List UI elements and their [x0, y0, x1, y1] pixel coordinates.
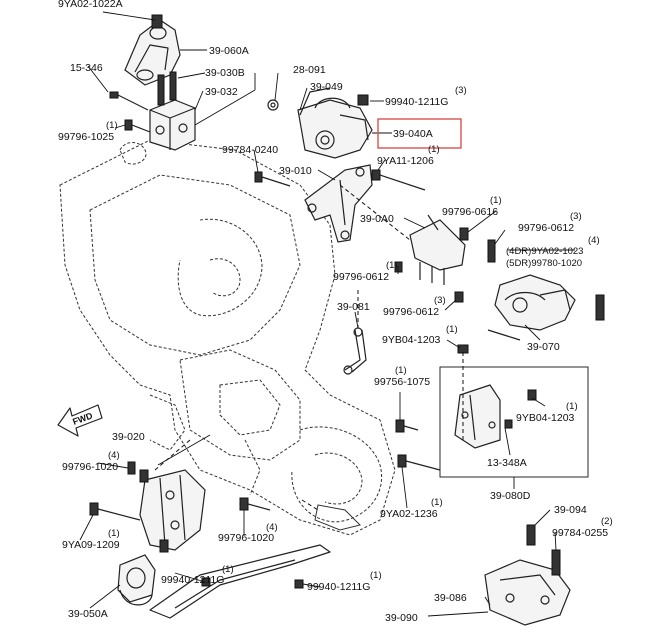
bracket-39-032	[149, 71, 196, 151]
label-9ya11-1206-qty: (1)	[428, 144, 440, 155]
label-39-030b: 39-030B	[205, 67, 245, 79]
label-99796-1025-qty: (1)	[106, 120, 118, 131]
bolt-99796-0612-left	[394, 261, 403, 273]
label-99940-1211g-b1-qty: (1)	[222, 564, 234, 575]
label-99796-1020-left: 99796-1020	[62, 461, 118, 473]
part-labels: 9YA02-1022A 39-060A 15-346 39-030B 28-09…	[58, 0, 613, 624]
washer-28-091	[267, 99, 279, 111]
label-39-050a: 39-050A	[68, 608, 108, 620]
label-39-0a0: 39-0A0	[360, 213, 394, 225]
crossmember	[149, 544, 331, 619]
mount-39-040a	[297, 94, 373, 159]
bracket-39-086	[484, 524, 571, 626]
bolt-99784-0240	[254, 171, 291, 187]
bolt-15-346	[109, 91, 149, 111]
label-99796-1025: 99796-1025	[58, 131, 114, 143]
label-9ya02-1236: 9YA02-1236	[380, 508, 438, 520]
label-99796-1020-left-qty: (4)	[108, 450, 120, 461]
label-9ya02-1236-qty: (1)	[431, 497, 443, 508]
label-99940-1211g-top: 99940-1211G	[385, 96, 448, 108]
label-39-086: 39-086	[434, 592, 467, 604]
label-99796-0612-mid-qty: (3)	[434, 295, 446, 306]
label-39-020: 39-020	[112, 431, 145, 443]
bolt-9ya11-1206	[371, 169, 426, 191]
label-39-070: 39-070	[527, 341, 560, 353]
mount-39-060a	[124, 14, 181, 86]
label-39-010: 39-010	[279, 165, 312, 177]
bolt-99796-0612-mid	[454, 291, 464, 303]
bolt-99796-1025	[124, 119, 151, 133]
bracket-39-010	[304, 164, 373, 243]
label-39-032: 39-032	[205, 86, 238, 98]
label-39-090: 39-090	[385, 612, 418, 624]
bracket-39-0a0	[409, 214, 466, 285]
label-99796-0612-right-qty: (3)	[570, 211, 582, 222]
label-99796-1020-bottom-qty: (4)	[266, 522, 278, 533]
label-99796-0616: 99796-0616	[442, 206, 498, 218]
bolt-9ya09-1209	[89, 502, 141, 521]
label-9yb04-1203-top-qty: (1)	[446, 324, 458, 335]
label-28-091: 28-091	[293, 64, 326, 76]
bolt-9ya02-1236	[397, 454, 441, 471]
label-99784-0255: 99784-0255	[552, 527, 608, 539]
label-99940-1211g-b2: 99940-1211G	[307, 581, 370, 593]
mount-39-070	[487, 274, 605, 341]
label-99784-0255-qty: (2)	[601, 516, 613, 527]
highlight-box-39-040a	[377, 118, 462, 149]
label-99756-1075: 99756-1075	[374, 376, 430, 388]
label-99940-1211g-top-qty: (3)	[455, 85, 467, 96]
label-9ya11-1206: 9YA11-1206	[377, 155, 434, 167]
label-99796-0612-right: 99796-0612	[518, 222, 574, 234]
label-4dr-9ya02-1023: (4DR)9YA02-1023	[506, 246, 583, 257]
mount-39-050a	[117, 554, 156, 606]
label-99796-0612-left-qty: (1)	[386, 260, 398, 271]
label-99796-0612-mid: 99796-0612	[383, 306, 439, 318]
label-9ya02-1022a: 9YA02-1022A	[58, 0, 123, 10]
leader-lines	[79, 11, 575, 617]
label-9yb04-1203-box-qty: (1)	[566, 401, 578, 412]
bolt-99756-1075	[395, 419, 419, 433]
label-39-080d: 39-080D	[490, 490, 531, 502]
label-39-081: 39-081	[337, 301, 370, 313]
label-39-060a: 39-060A	[209, 45, 249, 57]
label-99784-0240: 99784-0240	[222, 144, 278, 156]
label-99756-1075-qty: (1)	[395, 365, 407, 376]
label-13-348a: 13-348A	[487, 457, 527, 469]
label-99796-0612-left: 99796-0612	[333, 271, 389, 283]
label-99940-1211g-b1: 99940-1211G	[161, 574, 224, 586]
label-39-094: 39-094	[554, 504, 587, 516]
bolt-99796-1020-left	[127, 461, 136, 475]
fwd-arrow: FWD	[57, 404, 103, 437]
label-4dr-qty: (4)	[588, 235, 600, 246]
bolt-99796-0612-right	[487, 239, 496, 263]
label-9ya09-1209-qty: (1)	[108, 528, 120, 539]
nut-9yb04-1203-top	[457, 344, 469, 354]
label-15-346: 15-346	[70, 62, 103, 74]
bolt-99796-0616	[459, 227, 469, 241]
label-99796-0616-qty: (1)	[490, 195, 502, 206]
label-9yb04-1203-box: 9YB04-1203	[516, 412, 575, 424]
bracket-39-020	[139, 469, 206, 553]
label-99796-1020-bottom: 99796-1020	[218, 532, 274, 544]
label-39-040a: 39-040A	[393, 128, 433, 140]
bolt-99796-1020-bottom	[239, 497, 271, 511]
bracket-39-049	[299, 87, 331, 116]
label-5dr-99780-1020: (5DR)99780-1020	[506, 258, 582, 269]
label-39-049: 39-049	[310, 81, 343, 93]
fwd-label: FWD	[71, 410, 94, 427]
label-99940-1211g-b2-qty: (1)	[370, 570, 382, 581]
engine-block-outline	[59, 139, 396, 536]
label-9yb04-1203-top: 9YB04-1203	[382, 334, 441, 346]
bracket-39-080d-box	[439, 366, 589, 478]
rod-39-081	[343, 327, 367, 375]
label-9ya09-1209: 9YA09-1209	[62, 539, 120, 551]
